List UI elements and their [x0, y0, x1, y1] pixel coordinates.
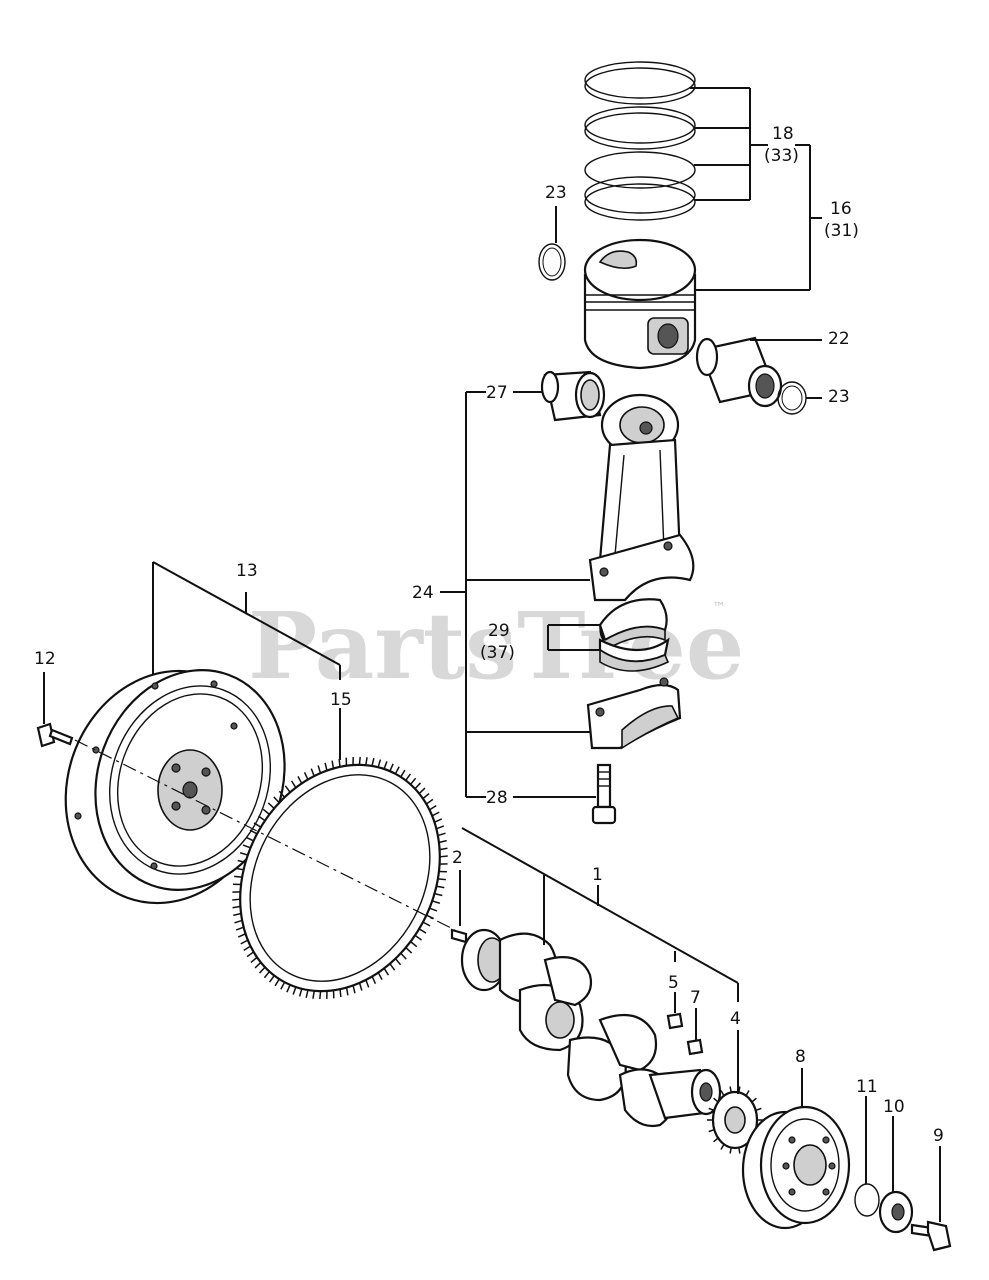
bolt-part-12[interactable] [36, 722, 74, 748]
callout-9: 9 [933, 1126, 944, 1146]
piston-pin-part-22[interactable] [695, 336, 783, 408]
ring-gear-part-15[interactable] [202, 730, 479, 1027]
callout-29-alt: (37) [480, 643, 515, 663]
pulley-part-8[interactable] [741, 1105, 851, 1230]
callout-1: 1 [592, 865, 603, 885]
crankshaft-part-1[interactable] [460, 928, 722, 1128]
callout-18: 18 [772, 124, 794, 144]
callout-23-right: 23 [828, 387, 850, 407]
leader-1 [461, 827, 739, 1002]
callout-4: 4 [730, 1009, 741, 1029]
leader-16 [695, 144, 822, 291]
circlip-part-23-left[interactable] [538, 243, 566, 281]
callout-7: 7 [690, 988, 701, 1008]
piston-rings-part-18[interactable] [584, 61, 696, 221]
connecting-rod-part-24[interactable] [588, 393, 695, 602]
bushing-part-27[interactable] [540, 370, 606, 422]
leader-13 [152, 561, 341, 680]
callout-27: 27 [486, 383, 508, 403]
callout-22: 22 [828, 329, 850, 349]
callout-24: 24 [412, 583, 434, 603]
dowel-pin-part-2[interactable] [450, 928, 468, 944]
leader-29 [547, 624, 600, 651]
o-ring-part-11[interactable] [854, 1183, 880, 1217]
circlip-part-23-right[interactable] [777, 381, 807, 415]
flywheel-part-13[interactable] [34, 642, 315, 932]
key-part-7[interactable] [686, 1038, 704, 1056]
callout-11: 11 [856, 1077, 878, 1097]
callout-8: 8 [795, 1047, 806, 1067]
callout-16-alt: (31) [824, 221, 859, 241]
leader-24 [440, 391, 590, 798]
callout-13: 13 [236, 561, 258, 581]
washer-part-10[interactable] [878, 1190, 914, 1234]
callout-28: 28 [486, 788, 508, 808]
watermark-trademark: ™ [712, 600, 726, 616]
rod-bolt-part-28[interactable] [591, 763, 617, 825]
center-axis [74, 739, 456, 931]
callout-12: 12 [34, 649, 56, 669]
callout-2: 2 [452, 848, 463, 868]
callout-10: 10 [883, 1097, 905, 1117]
callout-18-alt: (33) [764, 146, 799, 166]
piston-part-16[interactable] [583, 238, 697, 370]
bolt-part-9[interactable] [910, 1220, 952, 1252]
callout-29: 29 [488, 621, 510, 641]
callout-16: 16 [830, 199, 852, 219]
leader-18 [690, 87, 768, 201]
callout-5: 5 [668, 973, 679, 993]
callout-15: 15 [330, 690, 352, 710]
rod-cap[interactable] [586, 677, 682, 750]
callout-23-left: 23 [545, 183, 567, 203]
key-part-5[interactable] [666, 1012, 684, 1030]
bearing-shells-part-29[interactable] [598, 598, 670, 672]
